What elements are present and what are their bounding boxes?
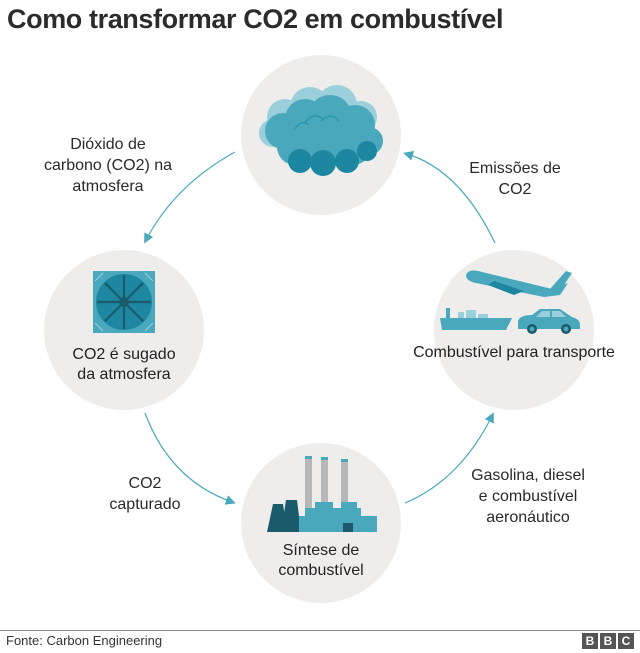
car-icon — [518, 309, 580, 334]
node-capture-label-2: da atmosfera — [77, 366, 171, 383]
footer-divider — [0, 630, 640, 631]
node-atmosphere — [241, 55, 401, 215]
step-line: aeronáutico — [486, 509, 570, 526]
factory-icon — [267, 456, 377, 532]
arrow-synthesis-to-transport — [404, 412, 494, 504]
node-capture: CO2 é sugado da atmosfera — [44, 250, 204, 410]
fan-icon — [93, 271, 155, 333]
step-line: Emissões de — [469, 160, 561, 177]
node-transport: Combustível para transporte — [413, 250, 615, 410]
page-title: Como transformar CO2 em combustível — [7, 4, 504, 34]
cloud-icon — [259, 85, 383, 176]
arrow-transport-to-atmosphere — [403, 150, 496, 244]
step-line: carbono (CO2) na — [44, 157, 173, 174]
step-line: atmosfera — [72, 178, 144, 195]
bbc-logo-letter: B — [582, 633, 598, 649]
step-line: CO2 — [498, 181, 532, 198]
node-synthesis-label-1: Síntese de — [282, 542, 360, 559]
step-label-co2-atmosphere: Dióxido de carbono (CO2) na atmosfera — [44, 134, 172, 197]
airplane-icon — [466, 270, 572, 297]
source-text: Fonte: Carbon Engineering — [6, 633, 163, 648]
arrow-capture-to-synthesis — [144, 412, 236, 505]
node-capture-label-1: CO2 é sugado — [72, 346, 176, 363]
bbc-logo-letter: C — [618, 633, 634, 649]
node-synthesis: Síntese de combustível — [241, 443, 401, 603]
step-line: Dióxido de — [70, 136, 146, 153]
arrow-atmosphere-to-capture — [144, 151, 236, 244]
step-line: Gasolina, diesel — [471, 467, 585, 484]
bbc-logo-letter: B — [600, 633, 616, 649]
step-line: e combustível — [478, 488, 578, 505]
node-transport-label: Combustível para transporte — [413, 344, 615, 361]
bbc-logo: B B C — [582, 633, 634, 649]
step-line: CO2 — [128, 475, 162, 492]
step-label-co2-captured: CO2 capturado — [100, 473, 190, 515]
step-label-emissions: Emissões de CO2 — [456, 158, 574, 200]
node-synthesis-label-2: combustível — [278, 562, 364, 579]
step-label-fuels: Gasolina, diesel e combustível aeronáuti… — [460, 465, 596, 528]
step-line: capturado — [109, 496, 181, 513]
ship-icon — [440, 308, 512, 330]
